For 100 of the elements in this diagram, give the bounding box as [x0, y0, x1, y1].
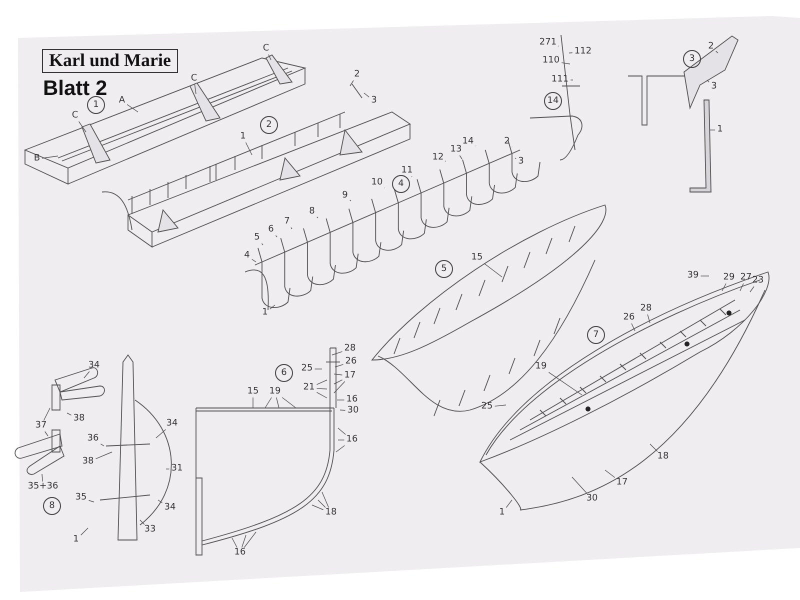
- leader-line: [290, 227, 292, 230]
- callout-number: 16: [233, 548, 247, 558]
- leader-line: [42, 474, 43, 482]
- callout-number: 6: [267, 226, 275, 234]
- leader-line: [316, 388, 328, 390]
- leader-line: [316, 380, 328, 385]
- callout-number: 25: [480, 402, 494, 412]
- leader-line: [604, 470, 616, 478]
- callout-number: 15: [470, 254, 484, 262]
- leader-line: [95, 452, 112, 460]
- leader-line: [314, 368, 322, 370]
- callout-number: 38: [72, 414, 86, 424]
- sheet-number: Blatt 2: [43, 78, 108, 99]
- callout-number: 30: [585, 494, 599, 504]
- callout-number: C: [262, 44, 270, 54]
- callout-number: 39: [686, 272, 700, 280]
- leader-line: [245, 142, 252, 156]
- leader-line: [514, 158, 516, 160]
- leader-line: [364, 92, 370, 98]
- callout-number: 37: [34, 422, 48, 430]
- callout-number: 34: [87, 362, 101, 370]
- callout-number: 38: [81, 458, 95, 466]
- leader-line: [66, 412, 72, 416]
- leader-line: [334, 374, 343, 376]
- leader-line: [140, 520, 145, 525]
- callout-number: 21: [302, 384, 316, 392]
- hinge-drawing: [14, 367, 105, 475]
- leader-line: [252, 258, 256, 262]
- callout-number: 5: [253, 234, 261, 242]
- leader-line: [261, 243, 264, 246]
- callout-number: 28: [343, 344, 357, 354]
- callout-number: 27: [739, 274, 753, 282]
- callout-number: 28: [639, 304, 653, 314]
- callout-number: 34: [163, 504, 177, 512]
- callout-number: 15: [246, 388, 260, 396]
- leader-line: [706, 80, 710, 82]
- callout-number: 9: [341, 192, 349, 200]
- callout-number: C: [70, 112, 80, 120]
- callout-number: 110: [541, 56, 561, 66]
- leader-line: [100, 444, 104, 446]
- callout-number: 13: [449, 146, 463, 154]
- callout-number: 271: [538, 38, 558, 48]
- callout-number: 1: [261, 308, 269, 318]
- leader-line: [334, 380, 343, 384]
- callout-number: 2: [707, 42, 715, 52]
- leader-line: [650, 444, 658, 452]
- step-number: 1: [87, 96, 105, 114]
- leader-line: [494, 404, 506, 407]
- callout-number: A: [118, 96, 126, 106]
- leader-line: [241, 534, 246, 548]
- callout-number: 35+36: [26, 482, 60, 492]
- callout-number: 19: [268, 388, 282, 396]
- leader-line: [322, 492, 329, 508]
- leader-line: [318, 500, 326, 508]
- step-number: 2: [260, 116, 278, 134]
- bow-detail-drawing: [628, 35, 739, 192]
- callout-number: 34: [165, 420, 179, 428]
- callout-number: 1: [239, 132, 247, 142]
- callout-number: 16: [345, 396, 359, 404]
- callout-number: 17: [343, 372, 357, 380]
- callout-number: 3: [370, 96, 378, 106]
- callout-number: 1: [72, 536, 80, 544]
- leader-line: [750, 286, 754, 292]
- callout-number: 18: [656, 452, 670, 462]
- leader-line: [350, 200, 352, 202]
- leader-line: [44, 431, 48, 436]
- step-number: 7: [587, 326, 605, 344]
- callout-number: 17: [615, 478, 629, 488]
- leader-line: [43, 408, 50, 421]
- callout-number: 26: [344, 358, 358, 366]
- leader-line: [88, 500, 94, 502]
- callout-number: C: [190, 74, 198, 84]
- callout-number: 3: [710, 82, 718, 92]
- leader-line: [270, 304, 276, 310]
- leader-line: [42, 156, 58, 159]
- leader-line: [338, 428, 346, 435]
- callout-number: 16: [345, 436, 359, 444]
- leader-line: [631, 323, 636, 332]
- callout-number: 35: [74, 494, 88, 502]
- callout-number: 3: [517, 158, 525, 166]
- callout-number: 8: [308, 208, 316, 216]
- callout-number: 12: [431, 154, 445, 162]
- leader-line: [548, 372, 582, 396]
- leader-line: [336, 445, 346, 452]
- leader-line: [232, 538, 238, 548]
- leader-line: [268, 54, 272, 60]
- leader-line: [334, 364, 344, 368]
- hull-frames-drawing: [372, 204, 606, 416]
- leader-line: [275, 235, 278, 238]
- callout-number: 10: [370, 178, 384, 188]
- leader-line: [156, 429, 166, 438]
- leader-line: [332, 351, 343, 356]
- leader-line: [722, 283, 726, 292]
- leader-line: [264, 397, 272, 408]
- leader-line: [282, 397, 296, 408]
- leader-line: [334, 381, 346, 394]
- callout-number: 26: [622, 314, 636, 322]
- callout-number: 4: [243, 252, 251, 260]
- callout-number: 2: [503, 138, 511, 146]
- callout-number: 7: [283, 218, 291, 226]
